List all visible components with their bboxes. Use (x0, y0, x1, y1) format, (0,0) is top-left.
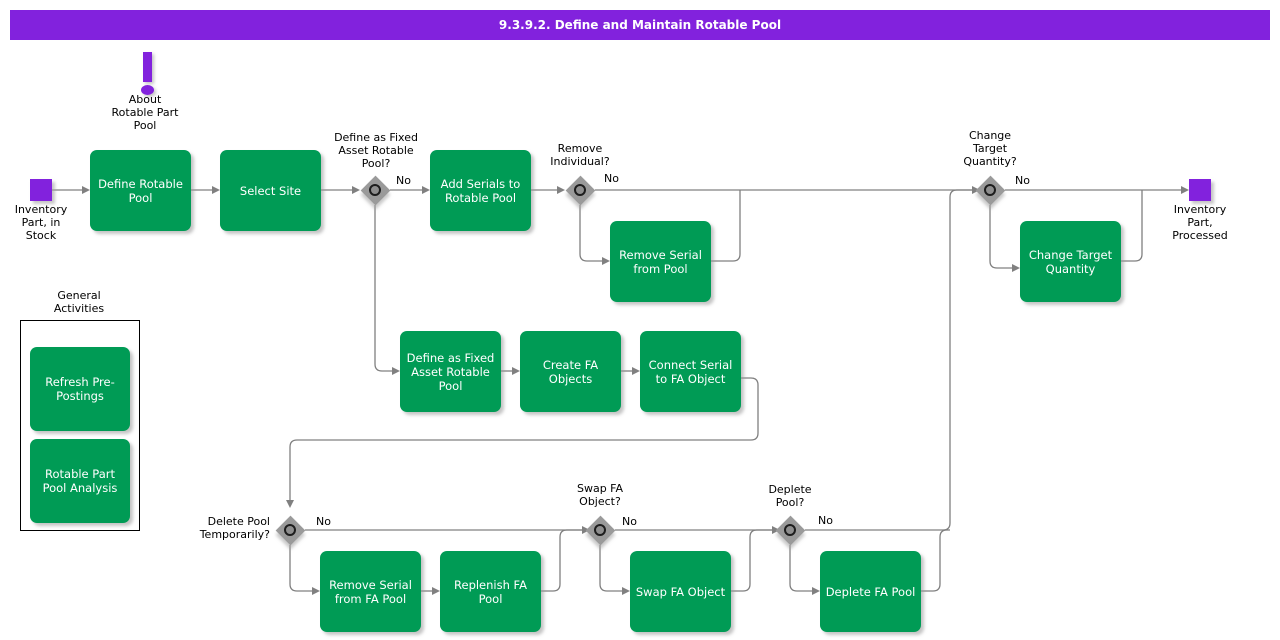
decision-swap-fa-object[interactable] (585, 515, 615, 545)
branch-label-no-change-target-quantity: No (1015, 174, 1030, 187)
decision-label-change-target-quantity: Change Target Quantity? (963, 129, 1017, 168)
activity-define-as-fixed-asset-rotable-pool[interactable]: Define as Fixed Asset Rotable Pool (400, 331, 501, 412)
decision-ring-icon (784, 524, 796, 536)
decision-ring-icon (594, 524, 606, 536)
exclamation-dot-icon (141, 85, 154, 95)
decision-label-delete-pool-temporarily: Delete Pool Temporarily? (199, 515, 270, 541)
decision-label-deplete-pool: Deplete Pool? (768, 483, 812, 509)
branch-label-no-remove-individual: No (604, 172, 619, 185)
branch-label-no-deplete-pool: No (818, 514, 833, 527)
exclamation-bar-icon (143, 52, 152, 82)
decision-label-define-as-fixed-asset-rotable-pool: Define as Fixed Asset Rotable Pool? (334, 131, 418, 170)
decision-label-swap-fa-object: Swap FA Object? (576, 482, 624, 508)
activity-label: Select Site (239, 183, 302, 198)
activity-change-target-quantity[interactable]: Change Target Quantity (1020, 221, 1121, 302)
activity-label: Remove Serial from FA Pool (329, 577, 412, 606)
activity-label: Deplete FA Pool (825, 584, 916, 599)
decision-deplete-pool[interactable] (775, 515, 805, 545)
activity-create-fa-objects[interactable]: Create FA Objects (520, 331, 621, 412)
about-rotable-part-pool-icon[interactable] (136, 52, 159, 96)
activity-label: Swap FA Object (635, 584, 726, 599)
activity-label: Define Rotable Pool (98, 176, 183, 205)
about-rotable-part-pool-label: About Rotable Part Pool (111, 93, 179, 132)
branch-label-no-swap-fa-object: No (622, 515, 637, 528)
general-activities-title: General Activities (53, 289, 105, 315)
activity-label: Connect Serial to FA Object (648, 357, 733, 386)
activity-refresh-pre-postings[interactable]: Refresh Pre- Postings (30, 347, 130, 431)
activity-remove-serial-from-pool[interactable]: Remove Serial from Pool (610, 221, 711, 302)
branch-label-no-delete-pool: No (316, 515, 331, 528)
start-terminator-inventory-part-in-stock[interactable] (30, 179, 52, 201)
activity-label: Define as Fixed Asset Rotable Pool (406, 350, 495, 393)
activity-add-serials-to-rotable-pool[interactable]: Add Serials to Rotable Pool (430, 150, 531, 231)
activity-label: Replenish FA Pool (454, 577, 527, 606)
decision-ring-icon (284, 524, 296, 536)
activity-label: Add Serials to Rotable Pool (440, 176, 521, 205)
end-terminator-inventory-part-processed[interactable] (1189, 179, 1211, 201)
decision-ring-icon (369, 184, 381, 196)
activity-label: Create FA Objects (542, 357, 599, 386)
activity-define-rotable-pool[interactable]: Define Rotable Pool (90, 150, 191, 231)
branch-label-no-define-fa: No (396, 174, 411, 187)
activity-label: Remove Serial from Pool (619, 247, 702, 276)
decision-ring-icon (574, 184, 586, 196)
decision-delete-pool-temporarily[interactable] (275, 515, 305, 545)
decision-change-target-quantity[interactable] (975, 175, 1005, 205)
activity-swap-fa-object[interactable]: Swap FA Object (630, 551, 731, 632)
page-title: 9.3.9.2. Define and Maintain Rotable Poo… (10, 10, 1270, 40)
activity-label: Rotable Part Pool Analysis (42, 467, 118, 495)
decision-define-as-fixed-asset-rotable-pool[interactable] (360, 175, 390, 205)
activity-remove-serial-from-fa-pool[interactable]: Remove Serial from FA Pool (320, 551, 421, 632)
activity-label: Refresh Pre- Postings (45, 375, 115, 403)
decision-remove-individual[interactable] (565, 175, 595, 205)
activity-label: Change Target Quantity (1028, 247, 1113, 276)
decision-label-remove-individual: Remove Individual? (550, 142, 610, 168)
activity-select-site[interactable]: Select Site (220, 150, 321, 231)
activity-replenish-fa-pool[interactable]: Replenish FA Pool (440, 551, 541, 632)
decision-ring-icon (984, 184, 996, 196)
activity-rotable-part-pool-analysis[interactable]: Rotable Part Pool Analysis (30, 439, 130, 523)
activity-deplete-fa-pool[interactable]: Deplete FA Pool (820, 551, 921, 632)
activity-connect-serial-to-fa-object[interactable]: Connect Serial to FA Object (640, 331, 741, 412)
start-terminator-label: Inventory Part, in Stock (14, 203, 68, 242)
end-terminator-label: Inventory Part, Processed (1172, 203, 1228, 242)
